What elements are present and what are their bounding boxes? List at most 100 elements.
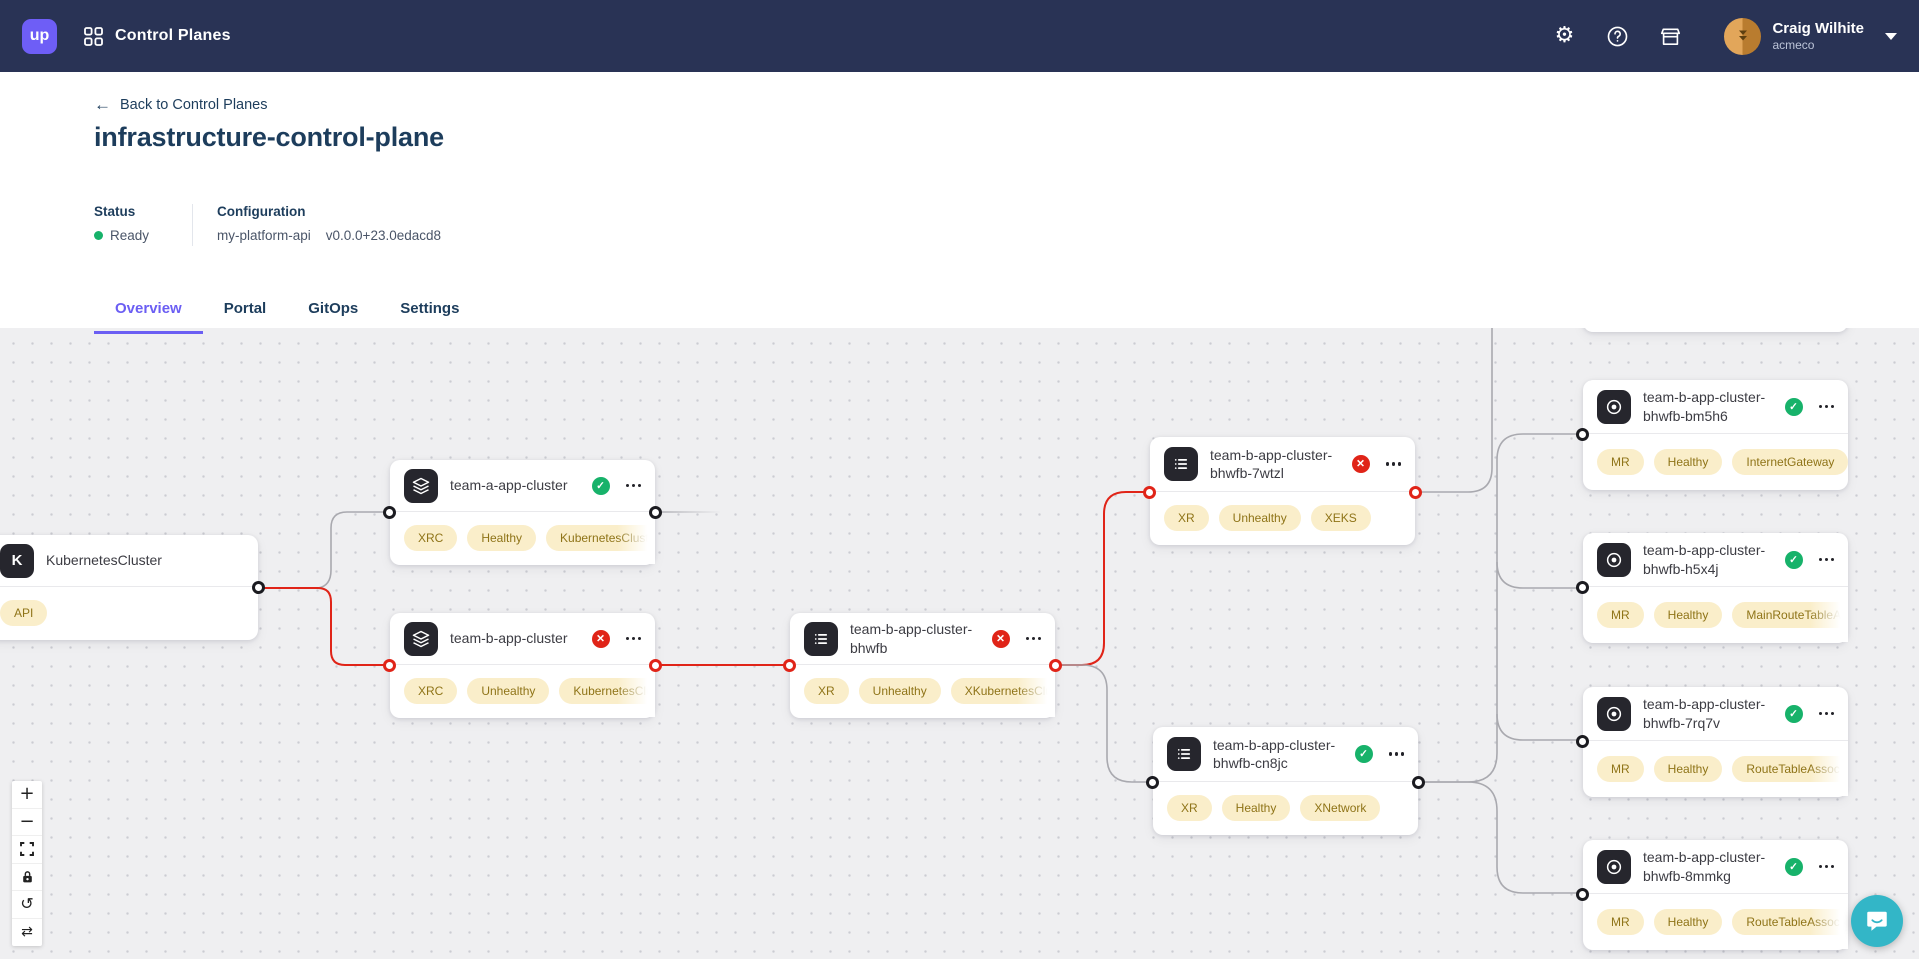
- user-org: acmeco: [1772, 37, 1815, 52]
- reset-view-button[interactable]: ↺: [12, 891, 42, 919]
- graph-node-partial-top-card[interactable]: [1583, 328, 1848, 332]
- node-badge: Healthy: [467, 525, 537, 551]
- node-kind-icon: [1164, 447, 1198, 481]
- graph-node-team-b-app-cluster-bhwfb-h5x4j[interactable]: team-b-app-cluster-bhwfb-h5x4j ✓ MR Healt…: [1576, 533, 1848, 643]
- node-port-right[interactable]: [1412, 775, 1425, 789]
- node-status-icon: ✓: [1784, 857, 1803, 876]
- graph-edge-trunk--7rq7v: [1496, 713, 1583, 741]
- tab-label: Settings: [400, 300, 460, 317]
- zoom-out-button[interactable]: −: [12, 809, 42, 836]
- node-menu-button[interactable]: [622, 631, 641, 647]
- node-menu-button[interactable]: [1815, 706, 1834, 722]
- page-title: infrastructure-control-plane: [94, 122, 444, 152]
- node-label: team-b-app-cluster-bhwfb-7rq7v: [1643, 696, 1766, 731]
- node-badge: InternetGateway: [1732, 448, 1848, 475]
- node-port-left[interactable]: [783, 658, 796, 672]
- node-port-right[interactable]: [252, 580, 265, 594]
- node-badge: XNetwork: [1300, 795, 1381, 821]
- node-port-right[interactable]: [1049, 658, 1062, 672]
- status-label: Status: [94, 204, 136, 219]
- node-menu-button[interactable]: [1022, 631, 1041, 647]
- chat-launcher-button[interactable]: [1851, 895, 1903, 947]
- node-menu-button[interactable]: [1382, 456, 1401, 472]
- upbound-logo[interactable]: up: [22, 18, 57, 54]
- node-header: team-b-app-cluster-bhwfb-h5x4j ✓: [1583, 533, 1848, 587]
- node-badge: Healthy: [1653, 601, 1723, 628]
- tab-settings[interactable]: Settings: [379, 284, 480, 334]
- node-badge: MR: [1597, 448, 1644, 475]
- node-kind-icon: [1167, 737, 1201, 771]
- status-block: Status Ready: [94, 204, 149, 243]
- node-header: team-b-app-cluster-bhwfb ✕: [790, 613, 1055, 665]
- node-port-right[interactable]: [649, 658, 662, 672]
- fit-view-button[interactable]: [12, 836, 42, 864]
- node-port-left[interactable]: [383, 658, 396, 672]
- node-port-left[interactable]: [1143, 485, 1156, 499]
- node-label: KubernetesCluster: [46, 552, 162, 569]
- node-kind-icon: [1597, 542, 1631, 577]
- graph-edge-kubernetescluster--team-a: [317, 511, 390, 589]
- node-status-icon: ✓: [1784, 397, 1803, 416]
- node-menu-button[interactable]: [1815, 552, 1834, 568]
- node-label: team-b-app-cluster-bhwfb-cn8jc: [1213, 736, 1336, 771]
- node-menu-button[interactable]: [1815, 859, 1834, 875]
- node-port-left[interactable]: [1576, 734, 1589, 748]
- settings-gear-icon[interactable]: ⚙: [1554, 23, 1575, 48]
- node-menu-button[interactable]: [1385, 746, 1404, 762]
- tab-portal[interactable]: Portal: [203, 284, 288, 334]
- graph-node-kubernetescluster[interactable]: K KubernetesCluster API: [0, 535, 265, 640]
- node-port-left[interactable]: [383, 505, 396, 519]
- node-badges: MRHealthyMainRouteTableAssociation: [1583, 587, 1848, 642]
- node-label: team-b-app-cluster: [450, 630, 568, 647]
- node-menu-button[interactable]: [622, 478, 641, 494]
- zoom-in-button[interactable]: +: [12, 781, 42, 809]
- node-port-left[interactable]: [1576, 887, 1589, 901]
- graph-edge-trunk--h5x4j: [1496, 561, 1583, 589]
- avatar: [1724, 17, 1762, 55]
- node-port-left[interactable]: [1576, 580, 1589, 594]
- node-port-right[interactable]: [1409, 485, 1422, 499]
- node-port-left[interactable]: [1576, 427, 1589, 441]
- logo-text: up: [29, 27, 50, 44]
- resource-graph-canvas[interactable]: +− ↺ ⇄ K KubernetesCluster API team-a-app-…: [0, 328, 1919, 959]
- tab-gitops[interactable]: GitOps: [287, 284, 379, 334]
- back-link[interactable]: ← Back to Control Planes: [94, 96, 268, 113]
- page-header: ← Back to Control Planes infrastructure-…: [0, 72, 1919, 334]
- lock-button[interactable]: [12, 864, 42, 891]
- marketplace-icon[interactable]: [1657, 23, 1683, 49]
- node-header: team-b-app-cluster-bhwfb-cn8jc ✓: [1153, 727, 1418, 782]
- help-icon[interactable]: [1604, 23, 1630, 49]
- node-label: team-b-app-cluster-bhwfb-7wtzl: [1210, 446, 1333, 481]
- node-badge: KubernetesCluster: [546, 525, 655, 551]
- node-header: team-b-app-cluster-bhwfb-7rq7v ✓: [1583, 687, 1848, 741]
- node-port-right[interactable]: [649, 505, 662, 519]
- top-navbar: up Control Planes ⚙: [0, 0, 1919, 72]
- node-badge: Healthy: [1653, 908, 1723, 935]
- tab-overview[interactable]: Overview: [94, 284, 203, 334]
- node-badge: XRC: [404, 678, 458, 704]
- layout-refresh-button[interactable]: ⇄: [21, 924, 33, 941]
- node-status-icon: ✕: [591, 629, 610, 648]
- node-badges: API: [0, 587, 258, 639]
- status-value: Ready: [110, 228, 150, 243]
- user-menu[interactable]: Craig Wilhite acmeco: [1724, 17, 1897, 55]
- node-menu-button[interactable]: [1815, 399, 1834, 415]
- status-ready-dot: [94, 231, 103, 240]
- node-badge: MR: [1597, 601, 1644, 628]
- node-port-left[interactable]: [1146, 775, 1159, 789]
- configuration-name[interactable]: my-platform-api: [217, 228, 311, 243]
- node-label: team-b-app-cluster-bhwfb: [850, 621, 973, 656]
- node-header: team-b-app-cluster-bhwfb-7wtzl ✕: [1150, 437, 1415, 492]
